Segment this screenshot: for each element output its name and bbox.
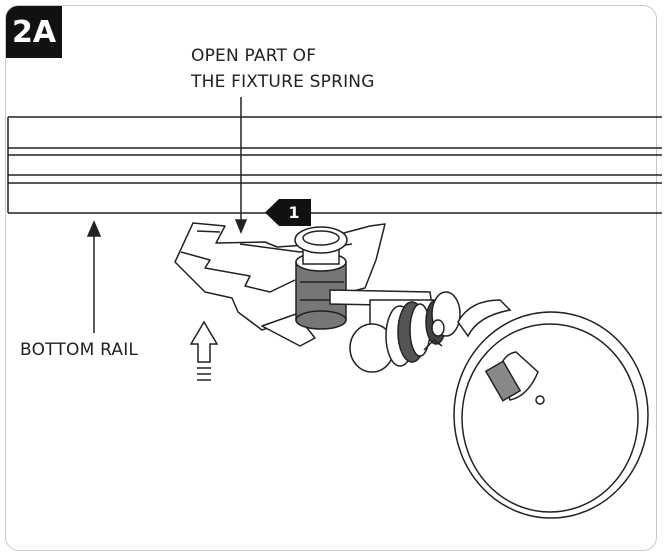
- fixture-stem: [294, 226, 348, 330]
- spring-pointer-arrow: [234, 97, 248, 234]
- fixture-arm: [329, 289, 461, 373]
- callout-tag: 1: [265, 199, 311, 226]
- callout-pointer-icon: [265, 199, 311, 226]
- push-up-arrow: [189, 320, 219, 381]
- step-badge: 2A: [6, 6, 62, 58]
- callout-number: 1: [288, 203, 300, 222]
- lamp-head: [453, 299, 649, 519]
- bottom-rail-label: BOTTOM RAIL: [20, 340, 139, 360]
- spring-label-line1: OPEN PART OF: [191, 46, 317, 66]
- track-rail: [7, 116, 662, 214]
- spring-label-line2: THE FIXTURE SPRING: [191, 72, 375, 92]
- rail-pointer-arrow: [86, 220, 102, 333]
